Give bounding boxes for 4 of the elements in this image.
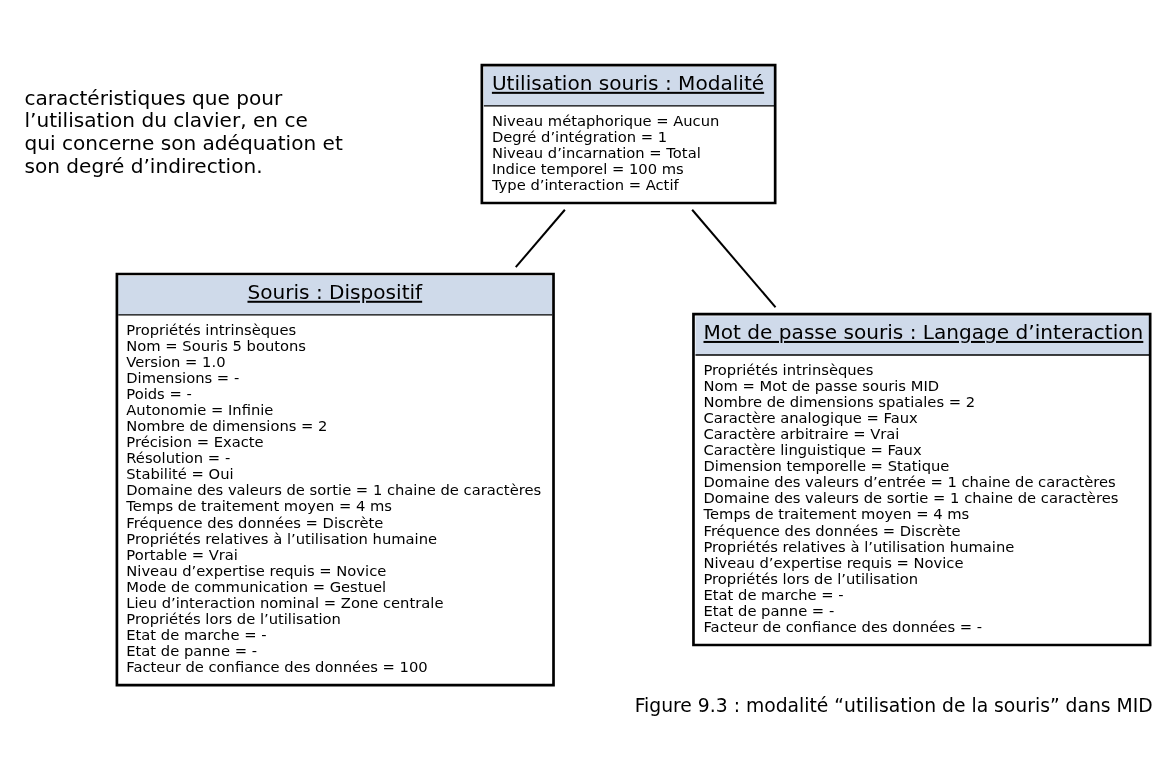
connector (691, 208, 777, 308)
connector (515, 208, 566, 268)
label: caractéristiques que pour l’utilisation du clavier, en ce qui concerne son adéquation et son degré d’indirection. (24, 85, 343, 178)
caption: Figure 9.3 : modalité “utilisation de la souris” dans MID (634, 694, 1153, 716)
